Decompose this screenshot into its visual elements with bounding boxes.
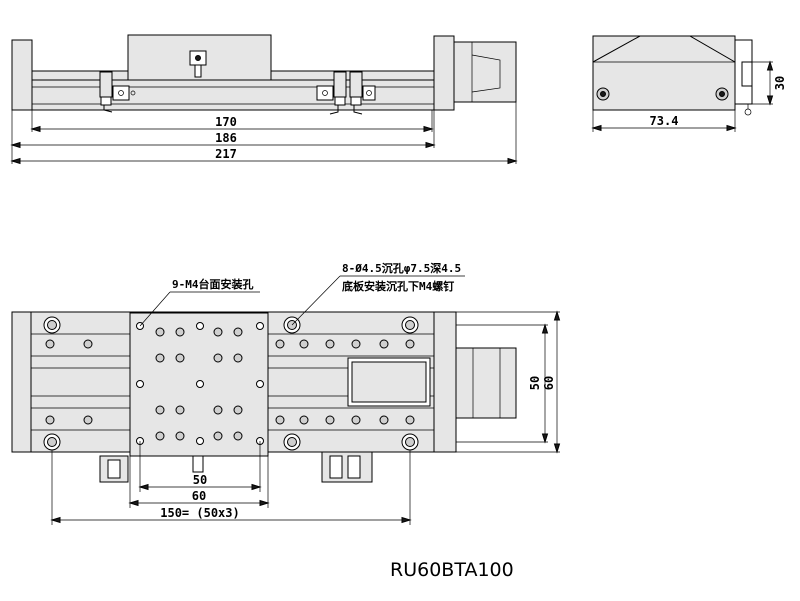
note-base-holes-1: 8-Ø4.5沉孔φ7.5深4.5 <box>342 261 461 275</box>
side-view: 73.4 30 <box>591 35 787 132</box>
top-view-dimensions: 50 60 150= (50x3) 50 60 <box>50 310 561 525</box>
dim-170: 170 <box>215 115 237 129</box>
annotations: 9-M4台面安装孔 8-Ø4.5沉孔φ7.5深4.5 底板安装沉孔下M4螺钉 <box>139 261 465 327</box>
rail-screws-bottom <box>45 415 415 425</box>
top-view <box>11 311 517 483</box>
dim-30: 30 <box>773 76 787 90</box>
note-table-holes: 9-M4台面安装孔 <box>172 277 254 291</box>
dim-50-right: 50 <box>528 376 542 390</box>
dim-50-bottom: 50 <box>193 473 207 487</box>
carriage-screws <box>155 327 243 441</box>
dim-60-bottom: 60 <box>192 489 206 503</box>
dim-60-right: 60 <box>542 376 556 390</box>
dim-150: 150= (50x3) <box>160 506 239 520</box>
dim-186: 186 <box>215 131 237 145</box>
model-number: RU60BTA100 <box>390 559 514 581</box>
front-view-dimensions: 170 186 217 <box>10 115 518 165</box>
note-base-holes-2: 底板安装沉孔下M4螺钉 <box>342 279 454 293</box>
front-view <box>11 34 517 164</box>
dim-217: 217 <box>215 147 237 161</box>
dim-73-4: 73.4 <box>650 114 679 128</box>
rail-screws-top <box>45 339 415 349</box>
